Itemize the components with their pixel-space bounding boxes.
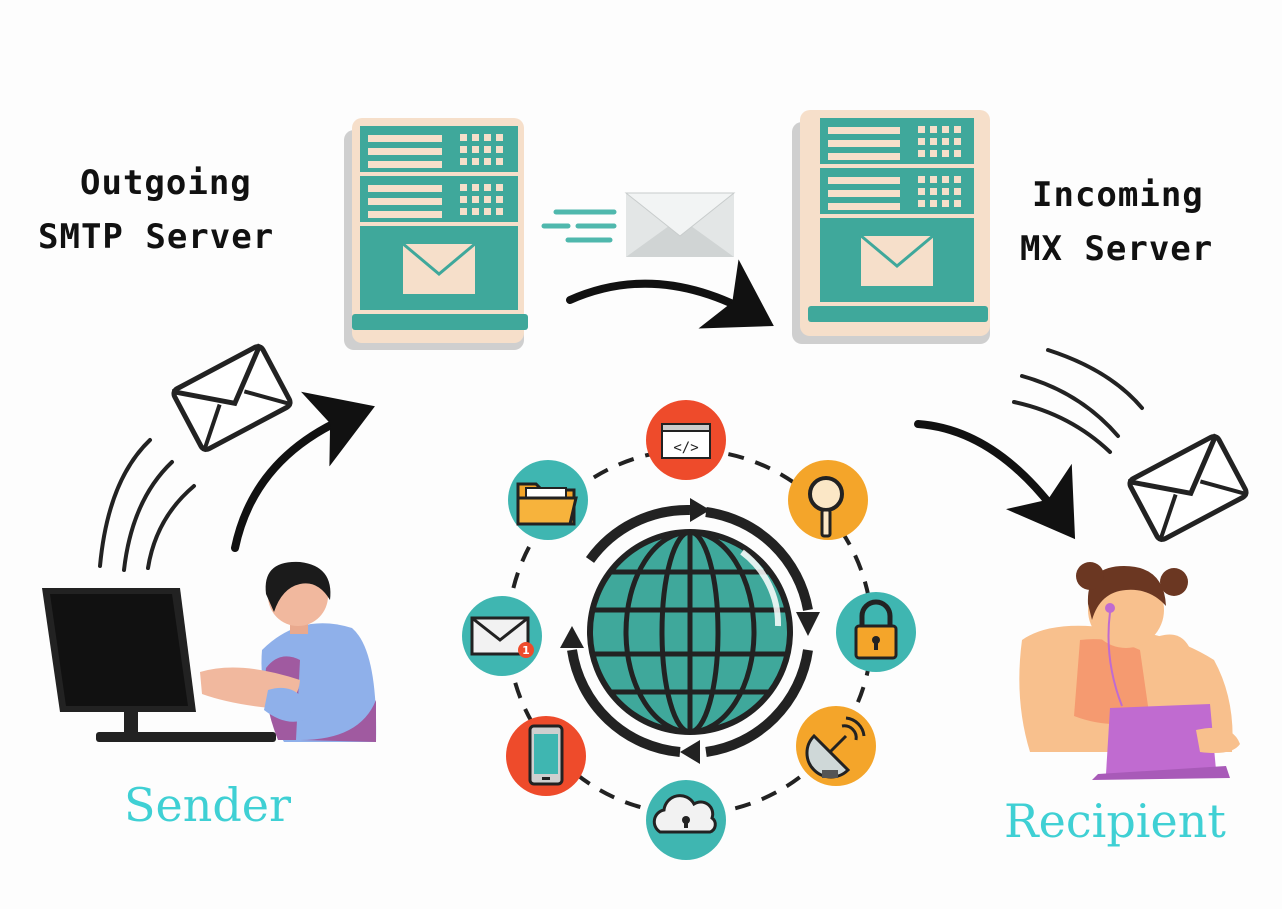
globe-icon <box>560 498 820 764</box>
folder-icon <box>508 460 588 540</box>
incoming-label-line1: Incoming <box>1032 175 1204 215</box>
sender-label: Sender <box>124 778 292 832</box>
cloud-lock-icon <box>646 780 726 860</box>
arrow-smtp-to-mx <box>566 259 774 329</box>
incoming-mx-label: Incoming MX Server <box>1020 168 1213 276</box>
recipient-label: Recipient <box>1004 794 1226 848</box>
computer-monitor-icon <box>42 588 276 742</box>
left-motion-lines <box>98 438 196 572</box>
search-icon <box>788 460 868 540</box>
mail-notification-badge: 1 <box>522 644 530 657</box>
incoming-mx-server-icon <box>792 110 990 344</box>
outgoing-label-line2: SMTP Server <box>38 217 275 257</box>
incoming-label-line2: MX Server <box>1020 229 1214 269</box>
svg-text:</>: </> <box>673 440 698 456</box>
satellite-dish-icon <box>796 706 876 786</box>
right-motion-lines <box>1012 348 1144 454</box>
transit-envelope-icon <box>541 192 736 257</box>
outgoing-smtp-server-icon <box>344 118 528 350</box>
outgoing-label-line1: Outgoing <box>80 163 252 203</box>
padlock-icon <box>836 592 916 672</box>
mail-notification-icon: 1 <box>462 596 542 676</box>
arrow-mx-to-recipient <box>914 420 1076 540</box>
tablet-icon <box>1092 704 1230 780</box>
arrow-sender-to-smtp <box>231 391 375 552</box>
sender-illustration <box>42 561 377 742</box>
recipient-illustration <box>1019 562 1240 780</box>
sender-person <box>200 561 377 742</box>
outgoing-smtp-label: Outgoing SMTP Server <box>38 156 274 264</box>
smartphone-icon <box>506 716 586 796</box>
code-window-icon: </> <box>646 400 726 480</box>
left-flying-envelope-icon <box>171 343 293 453</box>
right-flying-envelope-icon <box>1127 433 1249 543</box>
